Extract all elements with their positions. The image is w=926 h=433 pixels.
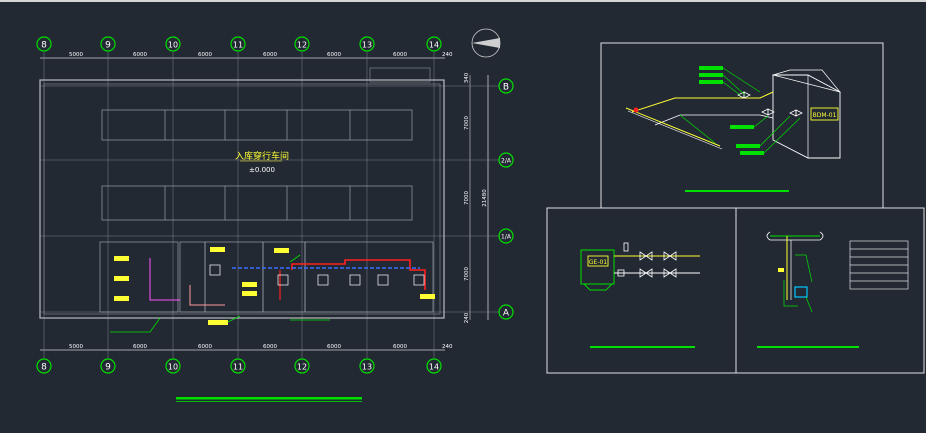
north-arrow-icon <box>471 28 501 58</box>
top-border-line <box>0 0 926 2</box>
floor-plan: 入库穿行车间 ±0.000 8 9 10 11 12 13 14 8 9 10 … <box>36 28 514 402</box>
detail-a-panel: BDM-01 <box>600 42 884 209</box>
axis-bubble-bottom-9: 9 <box>100 358 116 374</box>
plan-room-title: 入库穿行车间 <box>235 150 289 162</box>
dim-top-3: 6000 <box>198 52 212 58</box>
detail-c-underline <box>757 346 859 348</box>
dim-top-1: 5000 <box>69 52 83 58</box>
dim-top-4: 6000 <box>263 52 277 58</box>
axis-bubble-top-14: 14 <box>426 36 442 52</box>
svg-text:2/A: 2/A <box>501 158 512 165</box>
axis-bubble-top-12: 12 <box>294 36 310 52</box>
axis-bubble-bottom-12: 12 <box>294 358 310 374</box>
dim-top-edge: 240 <box>442 52 453 58</box>
dim-side-1: 340 <box>464 72 470 83</box>
axis-bubble-top-10: 10 <box>165 36 181 52</box>
svg-text:13: 13 <box>362 363 372 372</box>
svg-text:A: A <box>503 309 510 319</box>
svg-text:10: 10 <box>168 41 178 50</box>
svg-text:13: 13 <box>362 41 372 50</box>
svg-text:12: 12 <box>297 363 307 372</box>
dim-top-6: 6000 <box>393 52 407 58</box>
dim-top-2: 6000 <box>133 52 147 58</box>
dim-side-total: 21480 <box>482 189 488 207</box>
dim-bottom-5: 6000 <box>327 344 341 350</box>
dim-side-3: 7000 <box>464 191 470 205</box>
dim-bottom-4: 6000 <box>263 344 277 350</box>
dim-bottom-3: 6000 <box>198 344 212 350</box>
axis-bubble-row-B: B <box>498 78 514 94</box>
svg-text:B: B <box>503 83 509 93</box>
plan-title-underline <box>176 397 362 400</box>
svg-text:9: 9 <box>105 41 111 51</box>
detail-a-tag: BDM-01 <box>813 112 837 119</box>
svg-text:8: 8 <box>41 41 47 51</box>
axis-bubble-row-1A: 1/A <box>498 228 514 244</box>
dim-bottom-2: 6000 <box>133 344 147 350</box>
svg-text:11: 11 <box>233 41 243 50</box>
axis-bubble-bottom-10: 10 <box>165 358 181 374</box>
axis-bubble-bottom-11: 11 <box>230 358 246 374</box>
axis-bubble-top-9: 9 <box>100 36 116 52</box>
detail-c-panel <box>735 207 925 374</box>
svg-text:1/A: 1/A <box>501 234 512 241</box>
axis-bubble-bottom-13: 13 <box>359 358 375 374</box>
svg-text:14: 14 <box>429 41 439 50</box>
dim-side-2: 7000 <box>464 116 470 130</box>
axis-bubble-bottom-8: 8 <box>36 358 52 374</box>
axis-bubble-top-11: 11 <box>230 36 246 52</box>
svg-text:12: 12 <box>297 41 307 50</box>
axis-bubble-row-2A: 2/A <box>498 152 514 168</box>
detail-b-panel: GE-01 <box>546 207 737 374</box>
axis-bubble-row-A: A <box>498 304 514 320</box>
plan-level-note: ±0.000 <box>249 166 275 174</box>
dim-top-5: 6000 <box>327 52 341 58</box>
detail-a-underline <box>685 190 789 192</box>
dim-bottom-6: 6000 <box>393 344 407 350</box>
svg-text:14: 14 <box>429 363 439 372</box>
legend-table <box>849 240 909 290</box>
svg-text:8: 8 <box>41 363 47 373</box>
axis-bubble-top-8: 8 <box>36 36 52 52</box>
dim-side-5: 240 <box>464 312 470 323</box>
svg-text:10: 10 <box>168 363 178 372</box>
detail-b-underline <box>590 346 695 348</box>
axis-bubble-bottom-14: 14 <box>426 358 442 374</box>
detail-b-tag: GE-01 <box>589 259 607 266</box>
svg-text:9: 9 <box>105 363 111 373</box>
dim-bottom-edge: 240 <box>442 344 453 350</box>
dim-side-4: 7000 <box>464 267 470 281</box>
svg-text:11: 11 <box>233 363 243 372</box>
dim-bottom-1: 5000 <box>69 344 83 350</box>
axis-bubble-top-13: 13 <box>359 36 375 52</box>
